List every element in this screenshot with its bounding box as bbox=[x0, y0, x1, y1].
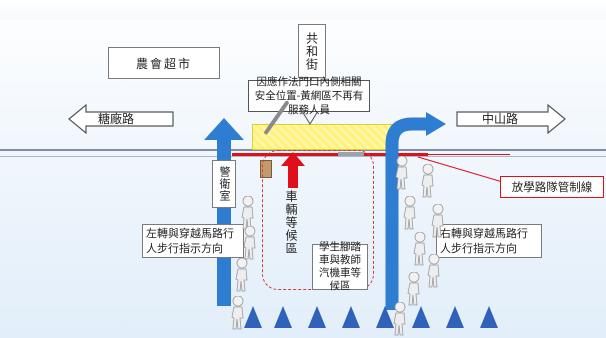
right-road-label: 中山路 bbox=[482, 112, 519, 126]
right-instruction-label: 右轉與穿越馬路行人步行指示方向 bbox=[440, 227, 528, 255]
left-instruction-label: 左轉與穿越馬路行人步行指示方向 bbox=[146, 227, 234, 255]
notice-pointer bbox=[301, 111, 319, 125]
gongai-street-label: 共和街 bbox=[304, 31, 319, 71]
pedestrian-icon bbox=[235, 258, 248, 292]
supermarket-label: 農會超市 bbox=[135, 56, 192, 71]
label-arrow-icon bbox=[417, 156, 507, 184]
road-line-bottom bbox=[0, 156, 606, 157]
guard-room: 警衛室 bbox=[212, 160, 236, 208]
red-up-arrow-icon bbox=[281, 152, 305, 188]
pedestrian-icon bbox=[243, 226, 256, 260]
yellow-zone bbox=[252, 124, 394, 150]
triangle-marker-icon bbox=[376, 306, 394, 328]
guard-room-label: 警衛室 bbox=[218, 166, 231, 202]
notice-box: 因應作法門口內側相關安全位置-黃網區不再有服務人員 bbox=[248, 76, 370, 116]
control-line-label: 放學路隊管制線 bbox=[511, 180, 593, 194]
pedestrian-icon bbox=[395, 156, 408, 190]
pedestrian-icon bbox=[427, 254, 440, 288]
pedestrian-icon bbox=[403, 196, 416, 230]
arrow-left-icon bbox=[68, 104, 174, 134]
right-turn-arrow-icon bbox=[385, 112, 446, 310]
pedestrian-icon bbox=[241, 196, 254, 230]
triangle-marker-icon bbox=[342, 306, 360, 328]
triangle-marker-icon bbox=[274, 306, 292, 328]
triangle-marker-icon bbox=[308, 306, 326, 328]
triangle-marker-row bbox=[244, 306, 498, 328]
pedestrian-icon bbox=[421, 164, 434, 198]
left-bent-arrow-icon bbox=[200, 108, 260, 148]
arrow-right-icon bbox=[456, 104, 566, 134]
gongai-street-box: 共和街 bbox=[298, 24, 326, 78]
pickup-zone-label: 學生腳踏車與教師汽機車等候區 bbox=[319, 241, 361, 292]
control-line-right-tail bbox=[428, 154, 510, 155]
gate-block bbox=[338, 152, 364, 156]
triangle-marker-icon bbox=[446, 306, 464, 328]
supermarket-box: 農會超市 bbox=[108, 47, 220, 79]
pickup-zone-box: 學生腳踏車與教師汽機車等候區 bbox=[312, 241, 368, 292]
vehicle-zone-label: 車輛等候區 bbox=[284, 190, 298, 255]
top-header-strip bbox=[0, 0, 606, 20]
triangle-marker-icon bbox=[412, 306, 430, 328]
right-instruction-box: 右轉與穿越馬路行人步行指示方向 bbox=[436, 224, 542, 258]
control-line-label-box: 放學路隊管制線 bbox=[500, 176, 604, 198]
triangle-marker-icon bbox=[480, 306, 498, 328]
left-instruction-box: 左轉與穿越馬路行人步行指示方向 bbox=[142, 224, 244, 258]
control-line bbox=[232, 153, 428, 156]
triangle-marker-icon bbox=[244, 306, 262, 328]
left-road-label: 糖廠路 bbox=[98, 112, 135, 126]
notice-text: 因應作法門口內側相關安全位置-黃網區不再有服務人員 bbox=[254, 76, 364, 116]
pedestrian-icon bbox=[431, 204, 444, 238]
